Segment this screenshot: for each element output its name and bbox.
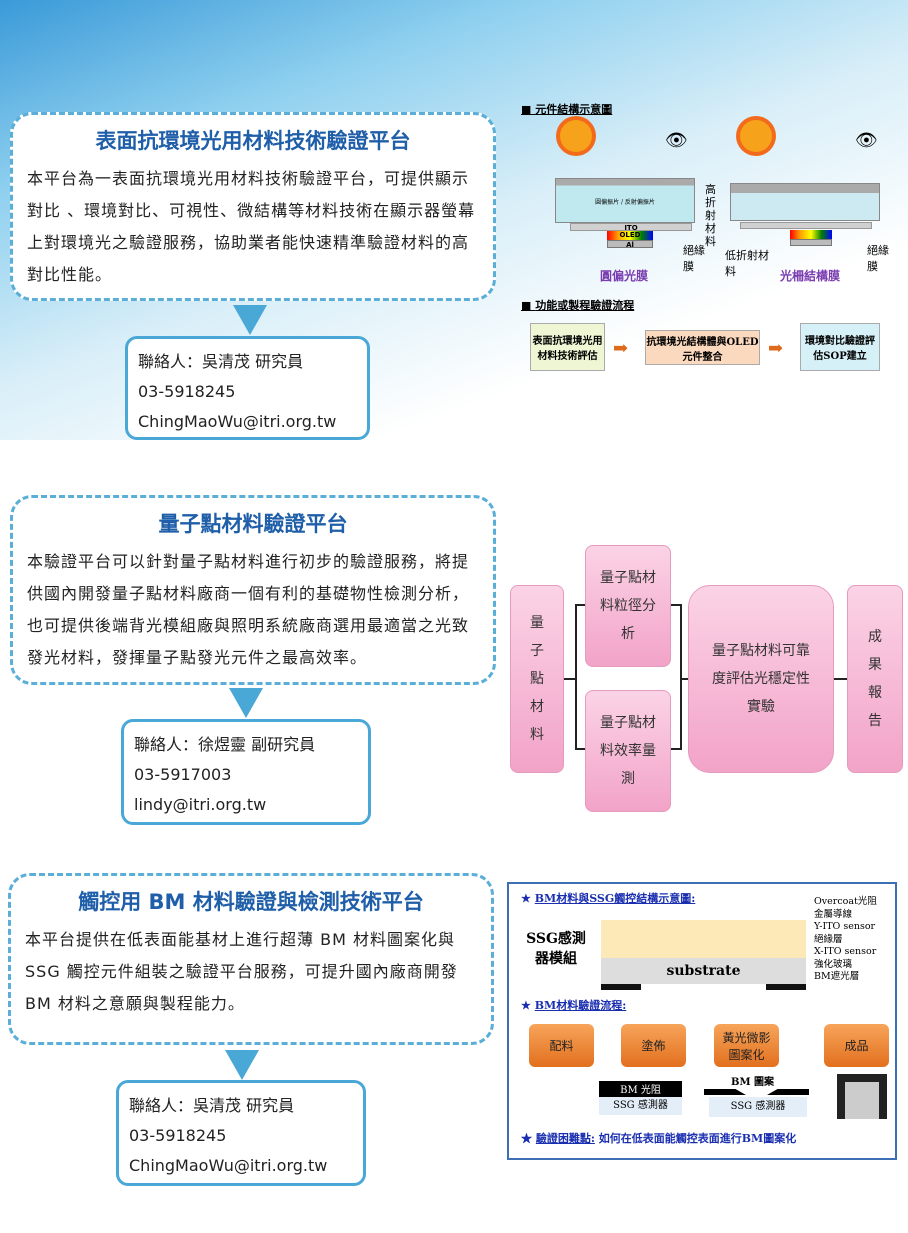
eye-icon: 👁 <box>855 130 878 151</box>
section3-figure: ★ BM材料與SSG觸控結構示意圖: SSG感測器模組 substrate Ov… <box>507 882 897 1160</box>
connector <box>671 604 681 606</box>
bm-resist: BM 光阻 <box>599 1081 682 1097</box>
bm-layer <box>766 984 806 990</box>
star-icon: ★ <box>521 892 531 905</box>
section2-card: 量子點材料驗證平台 本驗證平台可以針對量子點材料進行初步的驗證服務，將提供國內開… <box>10 495 496 685</box>
section1-card: 表面抗環境光用材料技術驗證平台 本平台為一表面抗環境光用材料技術驗證平台，可提供… <box>10 112 496 301</box>
al-layer-right <box>790 239 832 246</box>
section3-desc: 本平台提供在低表面能基材上進行超薄 BM 材料圖案化與 SSG 觸控元件組裝之驗… <box>25 930 458 1013</box>
section3-contact: 聯絡人：吳清茂 研究員 03-5918245 ChingMaoWu@itri.o… <box>116 1080 366 1186</box>
process-step-1: 表面抗環境光用材料技術評估 <box>530 323 605 371</box>
structure-overcoat <box>601 920 806 958</box>
bm-step-4: 成品 <box>824 1024 889 1067</box>
process-heading: ■ 功能或製程驗證流程 <box>521 299 635 312</box>
section1-title: 表面抗環境光用材料技術驗證平台 <box>95 129 411 153</box>
insulator-label: 絕緣膜 <box>683 244 705 273</box>
ssg-sensor: SSG 感測器 <box>709 1097 807 1117</box>
contact-name: 聯絡人：徐煜靈 副研究員 <box>134 735 316 754</box>
contact-email[interactable]: ChingMaoWu@itri.org.tw <box>138 412 337 431</box>
contact-email[interactable]: ChingMaoWu@itri.org.tw <box>129 1156 328 1175</box>
ito-layer-right <box>740 222 872 229</box>
connector <box>834 678 847 680</box>
oled-layer-right <box>790 230 832 239</box>
contact-phone: 03-5918245 <box>129 1126 227 1145</box>
flow-branch-2: 量子點材料效率量測 <box>585 690 671 812</box>
bm-step-2: 塗佈 <box>621 1024 686 1067</box>
connector <box>564 678 576 680</box>
connector <box>575 604 585 606</box>
flow-start: 量子點材料 <box>510 585 564 773</box>
sun-icon <box>560 120 592 152</box>
eye-icon: 👁 <box>665 130 688 151</box>
bm-pattern-label: BM 圖案 <box>731 1077 775 1088</box>
flow-branch-1: 量子點材料粒徑分析 <box>585 545 671 667</box>
process-step-2: 抗環境光結構體與OLED元件整合 <box>645 330 760 365</box>
flow-end: 成果報告 <box>847 585 903 773</box>
substrate: substrate <box>601 958 806 984</box>
figure-heading: ■ 元件結構示意圖 <box>521 103 613 116</box>
arrow-right-icon: ➡ <box>613 338 629 359</box>
contact-name: 聯絡人：吳清茂 研究員 <box>138 352 304 371</box>
insulator-label: 絕緣膜 <box>867 244 889 273</box>
process-step-3: 環境對比驗證評估SOP建立 <box>800 323 880 371</box>
bm-step-1: 配料 <box>529 1024 594 1067</box>
connector <box>575 748 585 750</box>
section1-desc: 本平台為一表面抗環境光用材料技術驗證平台，可提供顯示對比 、環境對比、可視性、微… <box>27 169 476 284</box>
bm-layer <box>601 984 641 990</box>
product-photo <box>837 1074 887 1119</box>
label-grating-film: 光柵結構膜 <box>780 269 841 283</box>
grating-stack <box>730 183 880 221</box>
contact-phone: 03-5918245 <box>138 382 236 401</box>
low-index-label: 低折射材料 <box>725 249 769 278</box>
high-index-label: 高折射材料 <box>705 183 716 248</box>
oled-layer: OLED <box>607 231 653 240</box>
module-label: SSG感測器模組 <box>526 931 586 967</box>
section2-contact: 聯絡人：徐煜靈 副研究員 03-5917003 lindy@itri.org.t… <box>121 719 371 825</box>
section2-desc: 本驗證平台可以針對量子點材料進行初步的驗證服務，將提供國內開發量子點材料廠商一個… <box>27 552 470 667</box>
al-layer: Al <box>607 240 653 249</box>
down-arrow-icon <box>233 305 267 335</box>
section2-title: 量子點材料驗證平台 <box>158 512 348 536</box>
section1-figure: ■ 元件結構示意圖 👁 👁 圓偏振片 / 反射偏振片 ITO OLED Al 高… <box>515 95 905 385</box>
contact-phone: 03-5917003 <box>134 765 232 784</box>
contact-name: 聯絡人：吳清茂 研究員 <box>129 1096 295 1115</box>
flow-middle: 量子點材料可靠度評估光穩定性實驗 <box>688 585 834 773</box>
connector <box>680 604 682 750</box>
process-heading: ★ BM材料驗證流程: <box>521 999 627 1012</box>
section1-contact: 聯絡人：吳清茂 研究員 03-5918245 ChingMaoWu@itri.o… <box>125 336 370 440</box>
down-arrow-icon <box>225 1050 259 1080</box>
connector <box>671 748 681 750</box>
figure-heading: ★ BM材料與SSG觸控結構示意圖: <box>521 892 696 905</box>
star-icon: ★ <box>521 999 531 1012</box>
section3-card: 觸控用 BM 材料驗證與檢測技術平台 本平台提供在低表面能基材上進行超薄 BM … <box>8 873 494 1045</box>
star-icon: ★ <box>521 1132 532 1145</box>
label-circular-polarizer: 圓偏光膜 <box>600 269 649 283</box>
arrow-right-icon: ➡ <box>768 338 784 359</box>
connector <box>575 604 577 750</box>
bm-pattern <box>704 1089 809 1095</box>
ito-layer: ITO <box>570 223 692 232</box>
section3-title: 觸控用 BM 材料驗證與檢測技術平台 <box>78 890 424 914</box>
connector <box>680 678 688 680</box>
difficulty: ★ 驗證困難點: 如何在低表面能觸控表面進行BM圖案化 <box>521 1132 797 1145</box>
down-arrow-icon <box>229 688 263 718</box>
bm-step-3: 黃光微影圖案化 <box>714 1024 779 1067</box>
ssg-sensor: SSG 感測器 <box>599 1097 682 1115</box>
sun-icon <box>740 120 772 152</box>
polarizer-stack: 圓偏振片 / 反射偏振片 <box>555 178 695 223</box>
contact-email[interactable]: lindy@itri.org.tw <box>134 795 267 814</box>
